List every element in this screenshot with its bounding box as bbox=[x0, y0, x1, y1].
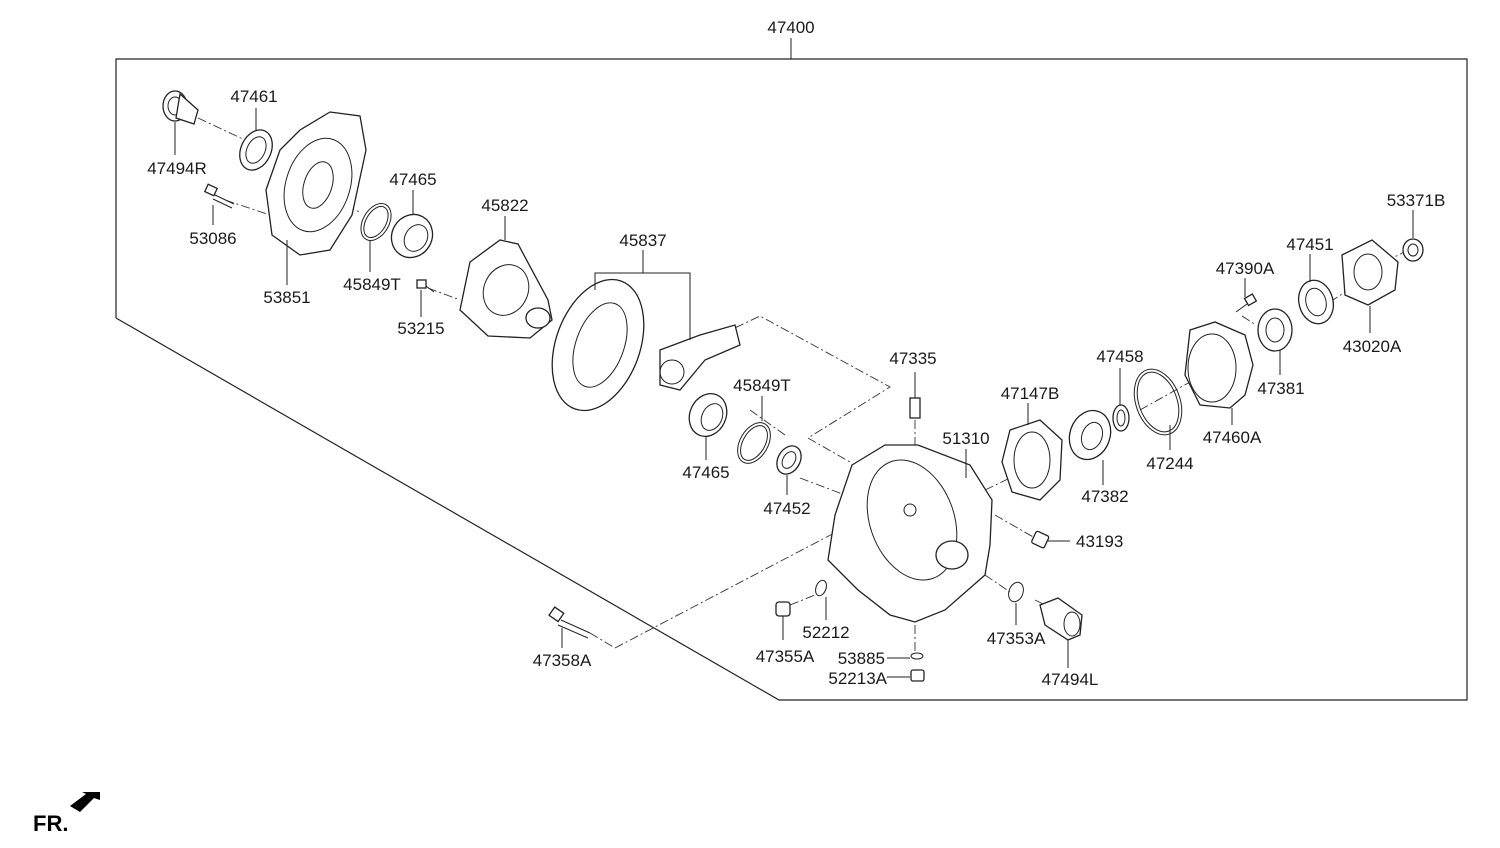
bearing-47382-drawing bbox=[1068, 409, 1112, 461]
front-orientation-marker: FR. bbox=[33, 792, 100, 836]
bearing-47465-upper-drawing bbox=[390, 213, 434, 259]
part-label-45849T-lower[interactable]: 45849T bbox=[733, 376, 791, 395]
front-arrow-icon bbox=[70, 792, 100, 812]
oring-47244-drawing bbox=[1133, 368, 1183, 436]
bearing-47381-drawing bbox=[1257, 308, 1293, 352]
plug-52213A-drawing bbox=[910, 669, 925, 682]
part-label-45837[interactable]: 45837 bbox=[619, 231, 666, 250]
part-label-45822[interactable]: 45822 bbox=[481, 196, 528, 215]
oring-45849T-upper-drawing bbox=[360, 203, 392, 241]
bolt-53215-drawing bbox=[416, 279, 435, 293]
bolt-53086-drawing bbox=[203, 183, 235, 209]
pinion-45837-drawing bbox=[659, 324, 741, 391]
plug-47494R-drawing bbox=[162, 90, 199, 125]
part-label-47451[interactable]: 47451 bbox=[1286, 235, 1333, 254]
part-label-47147B[interactable]: 47147B bbox=[1001, 384, 1060, 403]
oring-47353A-drawing bbox=[1008, 581, 1024, 603]
plug-47355A-drawing bbox=[775, 601, 791, 617]
front-label: FR. bbox=[33, 811, 68, 836]
bearing-47465-lower-drawing bbox=[688, 393, 728, 437]
part-label-47458[interactable]: 47458 bbox=[1096, 347, 1143, 366]
seal-47451-drawing bbox=[1297, 279, 1335, 325]
spacer-47458-drawing bbox=[1112, 404, 1130, 432]
bolt-47390A-drawing bbox=[1235, 293, 1258, 313]
plug-47494L-drawing bbox=[1039, 597, 1083, 641]
part-label-51310[interactable]: 51310 bbox=[942, 429, 989, 448]
seal-47452-drawing bbox=[776, 445, 802, 475]
plug-43193-drawing bbox=[1031, 530, 1050, 549]
assembly-frame bbox=[115, 38, 1468, 701]
part-label-47390A[interactable]: 47390A bbox=[1216, 259, 1275, 278]
part-label-53215[interactable]: 53215 bbox=[397, 319, 444, 338]
nut-53371B-drawing bbox=[1402, 238, 1424, 262]
part-label-43193[interactable]: 43193 bbox=[1076, 532, 1123, 551]
part-label-53371B[interactable]: 53371B bbox=[1387, 191, 1446, 210]
part-label-47355A[interactable]: 47355A bbox=[756, 647, 815, 666]
breather-47335-drawing bbox=[909, 372, 921, 419]
part-label-47381[interactable]: 47381 bbox=[1257, 379, 1304, 398]
cover-53851-drawing bbox=[265, 111, 367, 256]
part-label-47465-upper[interactable]: 47465 bbox=[389, 170, 436, 189]
part-label-47358A[interactable]: 47358A bbox=[533, 651, 592, 670]
seal-47461-drawing bbox=[239, 129, 273, 171]
gasket-53885-drawing bbox=[910, 652, 924, 660]
leader-lines bbox=[174, 108, 1414, 678]
part-label-52212[interactable]: 52212 bbox=[802, 623, 849, 642]
housing-47460A-drawing bbox=[1184, 321, 1254, 409]
part-label-52213A[interactable]: 52213A bbox=[828, 669, 887, 688]
part-label-53851[interactable]: 53851 bbox=[263, 288, 310, 307]
part-label-47452[interactable]: 47452 bbox=[763, 499, 810, 518]
oring-45849T-lower-drawing bbox=[737, 422, 771, 464]
bolt-47358A-drawing bbox=[548, 606, 591, 639]
part-label-47461[interactable]: 47461 bbox=[230, 87, 277, 106]
part-label-53885[interactable]: 53885 bbox=[838, 649, 885, 668]
part-label-53086[interactable]: 53086 bbox=[189, 229, 236, 248]
part-label-47460A[interactable]: 47460A bbox=[1203, 428, 1262, 447]
housing-51310-drawing bbox=[827, 444, 993, 623]
part-label-47335[interactable]: 47335 bbox=[889, 349, 936, 368]
part-label-47465-lower[interactable]: 47465 bbox=[682, 463, 729, 482]
part-label-47494L[interactable]: 47494L bbox=[1042, 670, 1099, 689]
assembly-number-label[interactable]: 47400 bbox=[767, 18, 814, 37]
part-label-45849T-upper[interactable]: 45849T bbox=[343, 275, 401, 294]
part-label-43020A[interactable]: 43020A bbox=[1343, 337, 1402, 356]
ring-gear-45837-drawing bbox=[551, 278, 645, 412]
part-label-47382[interactable]: 47382 bbox=[1081, 487, 1128, 506]
flange-43020A-drawing bbox=[1341, 239, 1399, 306]
part-label-47494R[interactable]: 47494R bbox=[147, 159, 207, 178]
part-label-47353A[interactable]: 47353A bbox=[987, 629, 1046, 648]
diff-case-45822-drawing bbox=[459, 239, 553, 339]
gasket-47147B-drawing bbox=[1001, 419, 1063, 501]
part-label-47244[interactable]: 47244 bbox=[1146, 454, 1193, 473]
gasket-52212-drawing bbox=[815, 579, 827, 597]
